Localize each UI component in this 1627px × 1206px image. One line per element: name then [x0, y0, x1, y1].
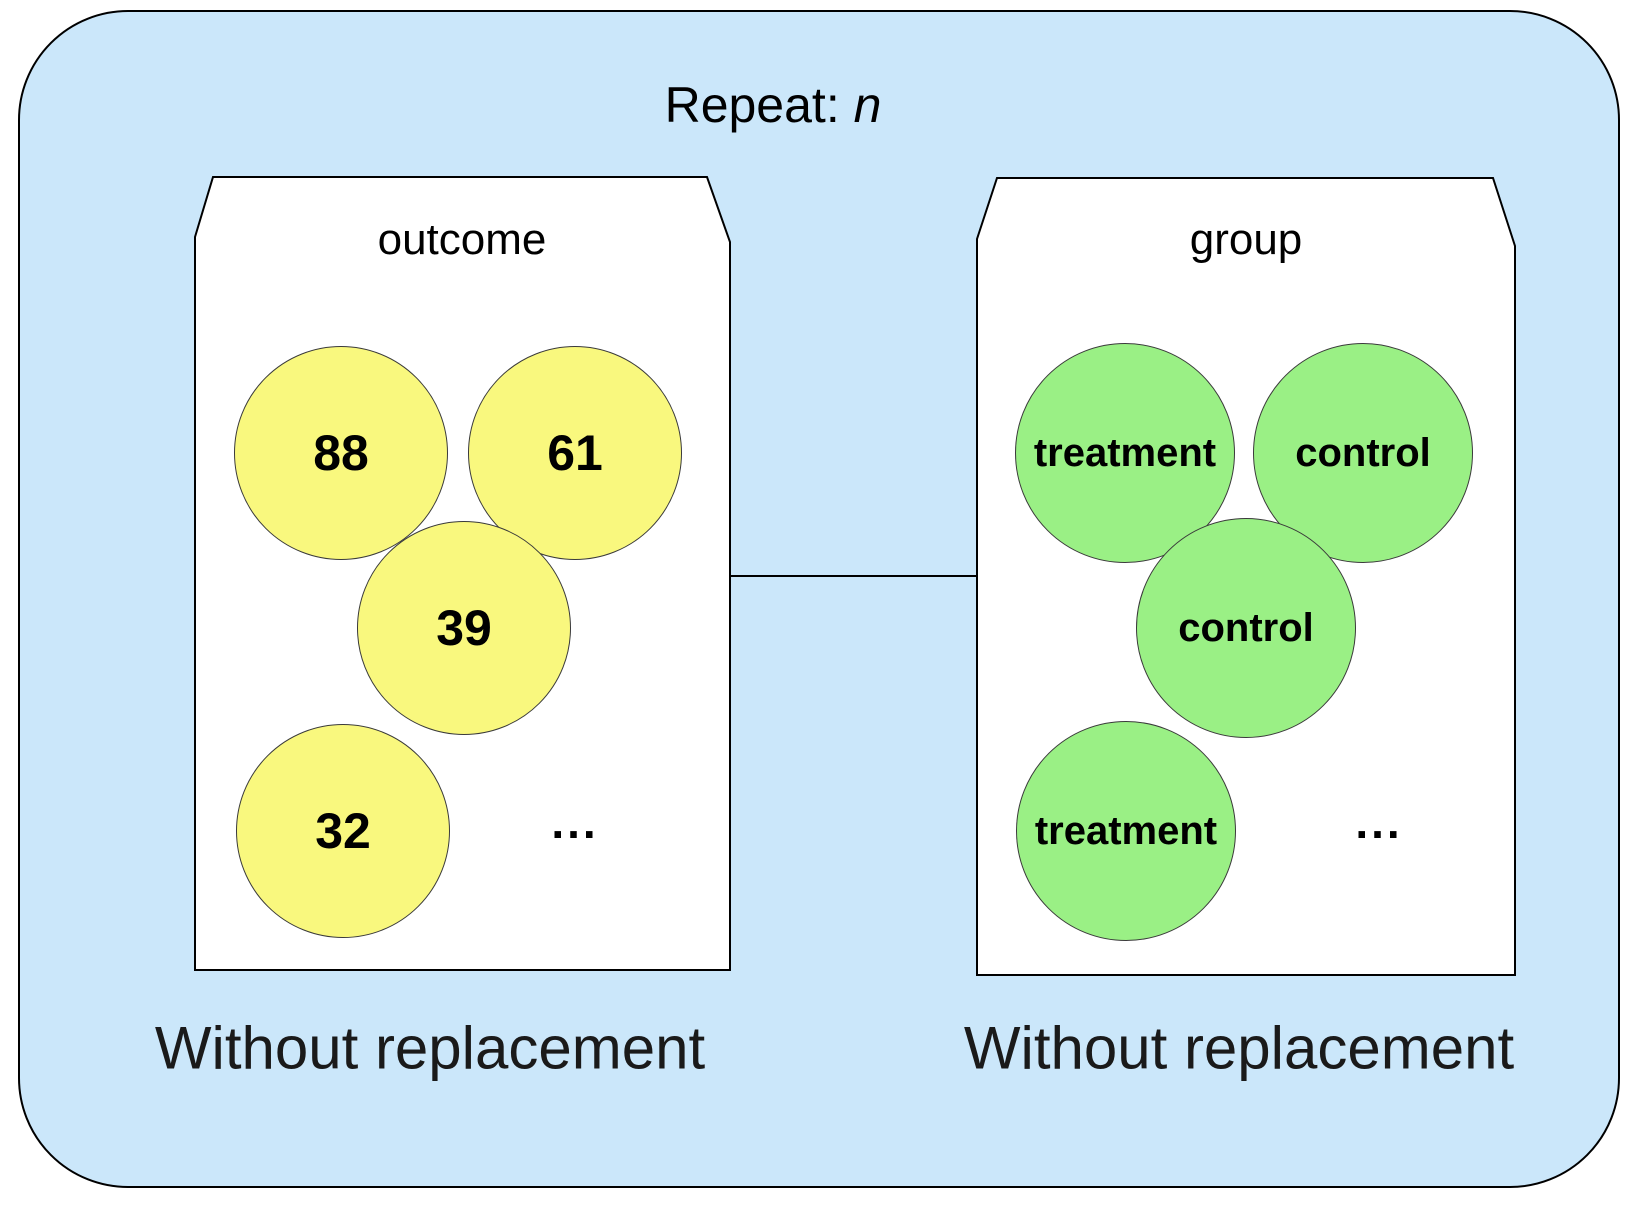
repeat-title-variable: n	[853, 77, 882, 133]
group-ellipsis: ...	[1355, 796, 1403, 848]
group-ball: control	[1136, 518, 1356, 738]
group-caption: Without replacement	[963, 1014, 1515, 1082]
group-ball: treatment	[1016, 721, 1236, 941]
outcome-panel-label: outcome	[377, 215, 547, 264]
outcome-ball: 88	[234, 346, 448, 560]
repeat-title: Repeat: n	[665, 76, 882, 134]
outcome-caption: Without replacement	[154, 1014, 706, 1082]
outcome-ball: 32	[236, 724, 450, 938]
outcome-ball: 39	[357, 521, 571, 735]
outcome-ball: 61	[468, 346, 682, 560]
outcome-ellipsis: ...	[551, 796, 599, 848]
group-ball: treatment	[1015, 343, 1235, 563]
repeat-title-prefix: Repeat:	[664, 77, 854, 133]
group-panel-label: group	[1189, 215, 1303, 264]
